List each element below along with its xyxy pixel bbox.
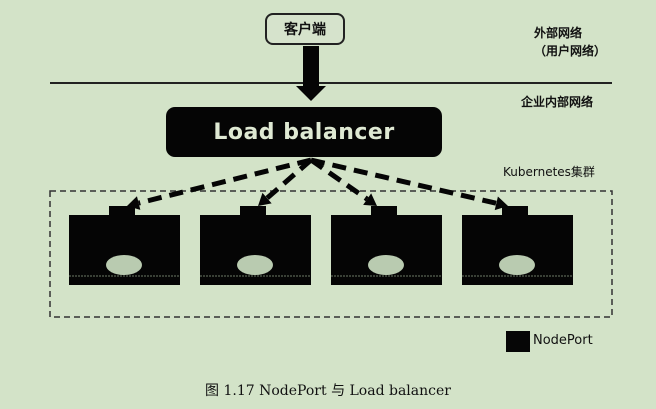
nodeport-square	[371, 206, 397, 216]
lb-to-node-arrow	[310, 157, 508, 211]
cluster-label: Kubernetes集群	[503, 165, 595, 179]
nodeport-square	[502, 206, 528, 216]
lb-to-node-arrow	[127, 157, 312, 210]
external-network-label: 外部网络	[534, 26, 583, 40]
nodeport-square	[240, 206, 266, 216]
nodeport-legend-swatch	[506, 331, 530, 352]
cluster-node	[69, 206, 180, 285]
client-label: 客户端	[284, 22, 326, 38]
client-box: 客户端	[265, 13, 345, 45]
load-balancer-box: Load balancer	[166, 107, 442, 157]
client-to-lb-arrow	[296, 46, 326, 101]
nodeport-legend-label: NodePort	[533, 333, 593, 348]
load-balancer-label: Load balancer	[213, 119, 395, 145]
cluster-node	[331, 206, 442, 285]
cluster-boundary	[49, 190, 613, 318]
cluster-node	[462, 206, 573, 285]
cluster-node	[200, 206, 311, 285]
lb-to-node-arrow	[309, 157, 377, 206]
internal-network-label: 企业内部网络	[521, 95, 594, 109]
lb-to-node-arrow	[258, 158, 313, 206]
external-network-sublabel: （用户网络）	[534, 44, 607, 58]
pod-ellipse	[106, 255, 142, 275]
pod-ellipse	[499, 255, 535, 275]
pod-ellipse	[237, 255, 273, 275]
figure-caption: 图 1.17 NodePort 与 Load balancer	[205, 383, 451, 399]
pod-ellipse	[368, 255, 404, 275]
nodeport-square	[109, 206, 135, 216]
